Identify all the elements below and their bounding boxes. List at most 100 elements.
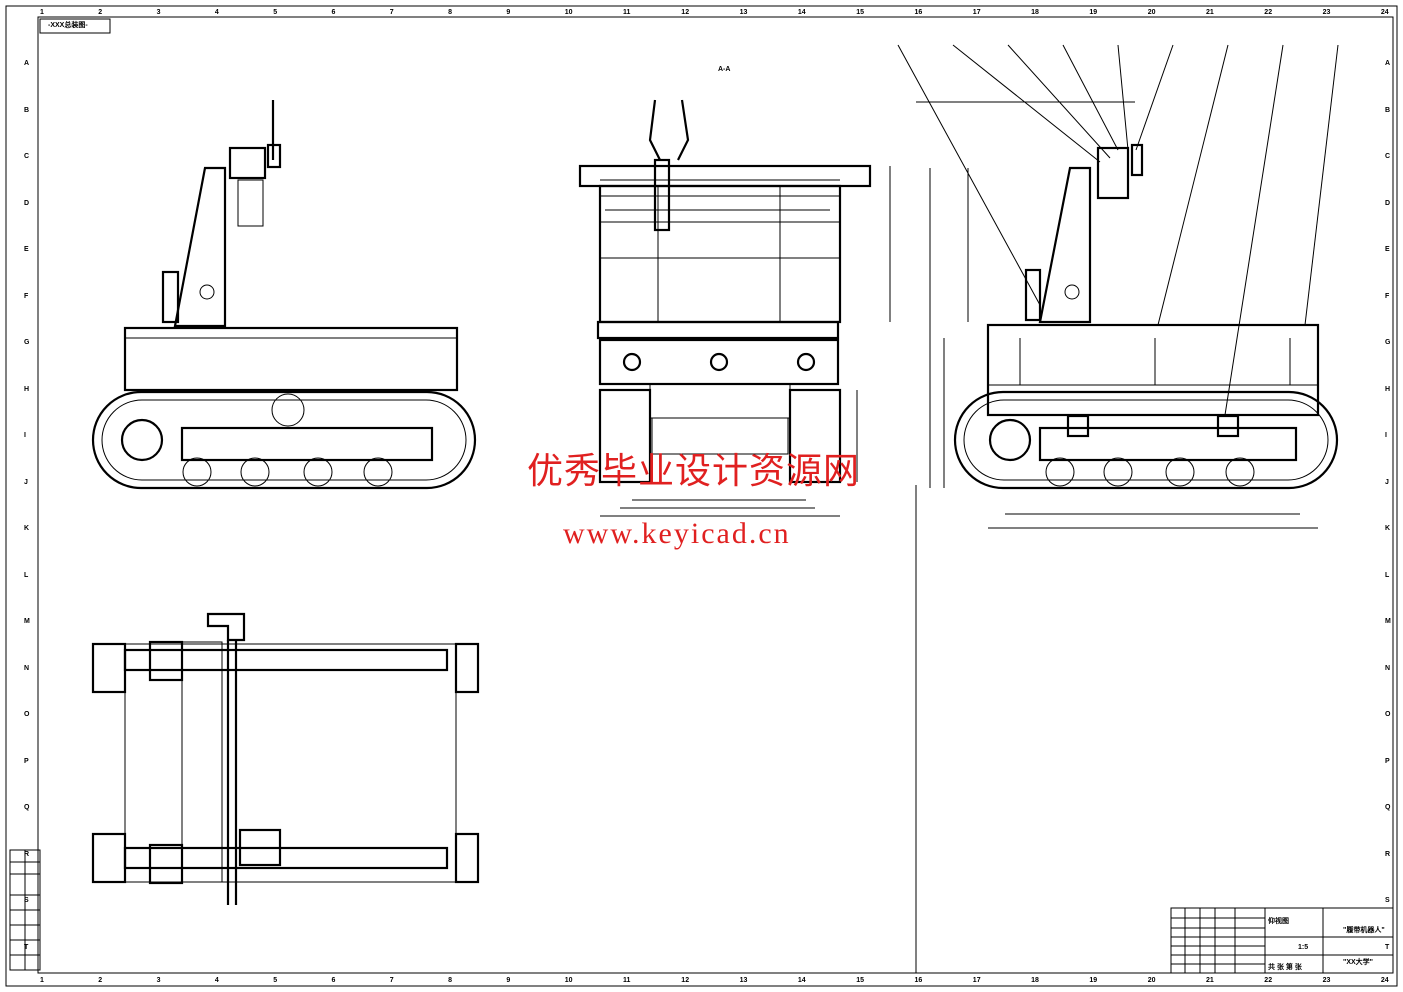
- row-letter: O: [24, 711, 30, 718]
- column-number: 17: [972, 9, 981, 16]
- row-letter: R: [24, 850, 30, 858]
- row-letter: S: [24, 897, 29, 904]
- column-number: 8: [448, 977, 452, 984]
- row-letter: B: [1385, 106, 1391, 114]
- column-number: 19: [1089, 977, 1098, 984]
- column-number: 7: [389, 9, 394, 16]
- column-number: 13: [739, 977, 748, 984]
- title-block-sheet: 共 张 第 张: [1268, 964, 1302, 971]
- row-letter: E: [24, 246, 29, 253]
- column-number: 18: [1031, 9, 1039, 16]
- row-letter: K: [24, 525, 30, 532]
- column-number: 6: [331, 9, 336, 16]
- row-letter: A: [1385, 60, 1391, 67]
- bottom-view: [91, 612, 480, 905]
- row-letter: A: [24, 60, 30, 67]
- row-letter: Q: [1385, 804, 1391, 811]
- column-number: 22: [1264, 977, 1273, 984]
- row-letter: T: [24, 943, 29, 951]
- revision-table: [9, 849, 41, 971]
- column-number: 5: [273, 9, 278, 16]
- column-number: 6: [331, 977, 336, 984]
- column-number: 9: [506, 9, 511, 16]
- row-letter: K: [1385, 525, 1391, 532]
- column-number: 10: [564, 977, 573, 984]
- column-number: 11: [623, 9, 631, 16]
- row-letter: S: [1385, 897, 1390, 904]
- section-label: A-A: [718, 66, 731, 73]
- column-number: 4: [214, 9, 219, 16]
- watermark-chinese: 优秀毕业设计资源网: [527, 451, 861, 491]
- side-view-right: [897, 44, 1339, 529]
- column-number: 14: [797, 9, 806, 16]
- label-box: [39, 18, 111, 34]
- title-block: [1170, 907, 1394, 974]
- column-number: 18: [1031, 977, 1039, 984]
- column-number: 23: [1322, 9, 1331, 16]
- column-number: 19: [1089, 9, 1098, 16]
- side-view-left: [91, 100, 477, 490]
- column-number: 1: [40, 9, 44, 16]
- row-letter: D: [1385, 199, 1391, 207]
- row-letter: F: [24, 292, 29, 300]
- column-number: 7: [389, 977, 394, 984]
- row-letter: L: [24, 571, 29, 579]
- row-letter: I: [24, 432, 26, 439]
- row-letter: T: [1385, 943, 1390, 951]
- row-letter: D: [24, 199, 30, 207]
- column-number: 1: [40, 977, 44, 984]
- column-number: 21: [1206, 9, 1214, 16]
- column-number: 14: [797, 977, 806, 984]
- watermark-url: www.keyicad.cn: [563, 517, 791, 550]
- column-number: 24: [1380, 9, 1389, 16]
- row-letter: H: [1385, 385, 1391, 393]
- row-letter: P: [24, 757, 29, 765]
- title-block-company: "XX大学": [1343, 959, 1373, 966]
- column-number: 2: [98, 977, 103, 984]
- column-number: 9: [506, 977, 511, 984]
- row-letter: C: [24, 153, 30, 160]
- column-number: 22: [1264, 9, 1273, 16]
- row-letter: E: [1385, 246, 1390, 253]
- column-number: 17: [972, 977, 981, 984]
- column-number: 3: [156, 977, 161, 984]
- row-letter: L: [1385, 571, 1390, 579]
- title-block-drawing-name: "履带机器人": [1343, 927, 1385, 934]
- title-block-top-view: 仰视图: [1268, 918, 1289, 925]
- row-letter: M: [24, 618, 30, 625]
- row-letter: R: [1385, 850, 1391, 858]
- column-number: 12: [681, 9, 690, 16]
- column-number: 16: [914, 9, 923, 16]
- row-letter: B: [24, 106, 30, 114]
- column-number: 5: [273, 977, 278, 984]
- inner-border: [37, 16, 1394, 974]
- column-number: 20: [1147, 9, 1156, 16]
- row-letter: J: [24, 478, 28, 486]
- row-letter: P: [1385, 757, 1390, 765]
- row-letter: F: [1385, 292, 1390, 300]
- row-letter: C: [1385, 153, 1391, 160]
- row-letter: J: [1385, 478, 1389, 486]
- row-letter: H: [24, 385, 30, 393]
- column-number: 13: [739, 9, 748, 16]
- column-number: 24: [1380, 977, 1389, 984]
- column-number: 8: [448, 9, 452, 16]
- column-number: 21: [1206, 977, 1214, 984]
- column-number: 20: [1147, 977, 1156, 984]
- column-number: 15: [856, 977, 864, 984]
- row-letter: Q: [24, 804, 30, 811]
- column-number: 16: [914, 977, 923, 984]
- column-number: 23: [1322, 977, 1331, 984]
- row-letter: G: [1385, 339, 1391, 346]
- column-number: 2: [98, 9, 103, 16]
- column-number: 10: [564, 9, 573, 16]
- row-letter: I: [1385, 432, 1387, 439]
- row-letter: N: [1385, 664, 1391, 672]
- column-number: 4: [214, 977, 219, 984]
- row-letter: O: [1385, 711, 1391, 718]
- row-letter: G: [24, 339, 30, 346]
- row-letter: M: [1385, 618, 1391, 625]
- column-number: 12: [681, 977, 690, 984]
